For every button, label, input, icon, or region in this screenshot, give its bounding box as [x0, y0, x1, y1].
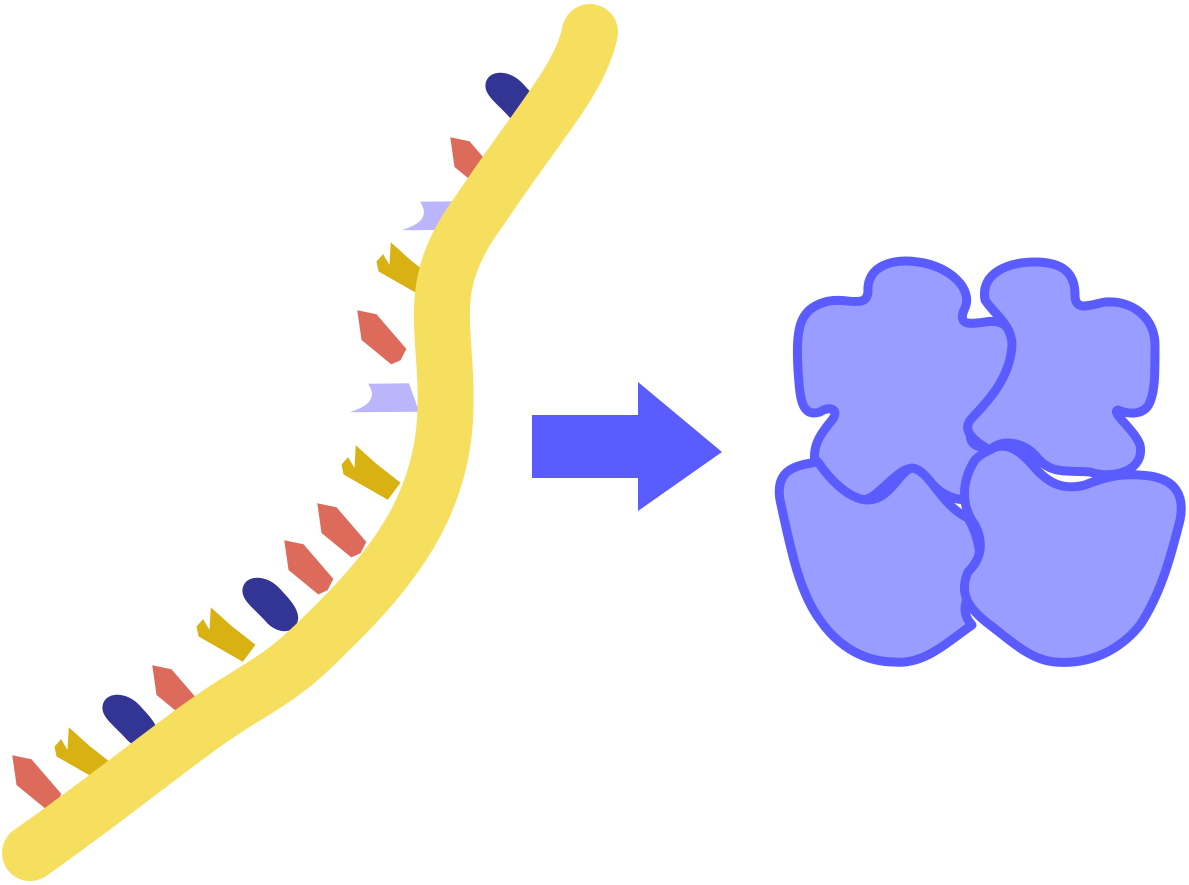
nucleotide-base-lavender: [349, 383, 420, 413]
nucleotide-base-navy: [242, 577, 298, 632]
right-arrow-icon: [532, 382, 722, 511]
nucleotide-base-yellow: [341, 445, 401, 500]
nucleotide-base-red: [12, 755, 62, 810]
nucleotide-base-red: [317, 503, 367, 558]
protein-complex: [774, 256, 1186, 667]
rna-strand: [2, 4, 618, 881]
nucleotide-base-red: [357, 310, 407, 365]
nucleotide-base-red: [284, 540, 334, 595]
nucleotide-base-yellow: [196, 607, 256, 662]
sugar-phosphate-backbone: [2, 4, 618, 881]
protein-subunit-top-right: [963, 257, 1160, 480]
protein-subunit-bottom-right: [959, 441, 1186, 667]
protein-subunit-bottom-left: [774, 457, 985, 667]
